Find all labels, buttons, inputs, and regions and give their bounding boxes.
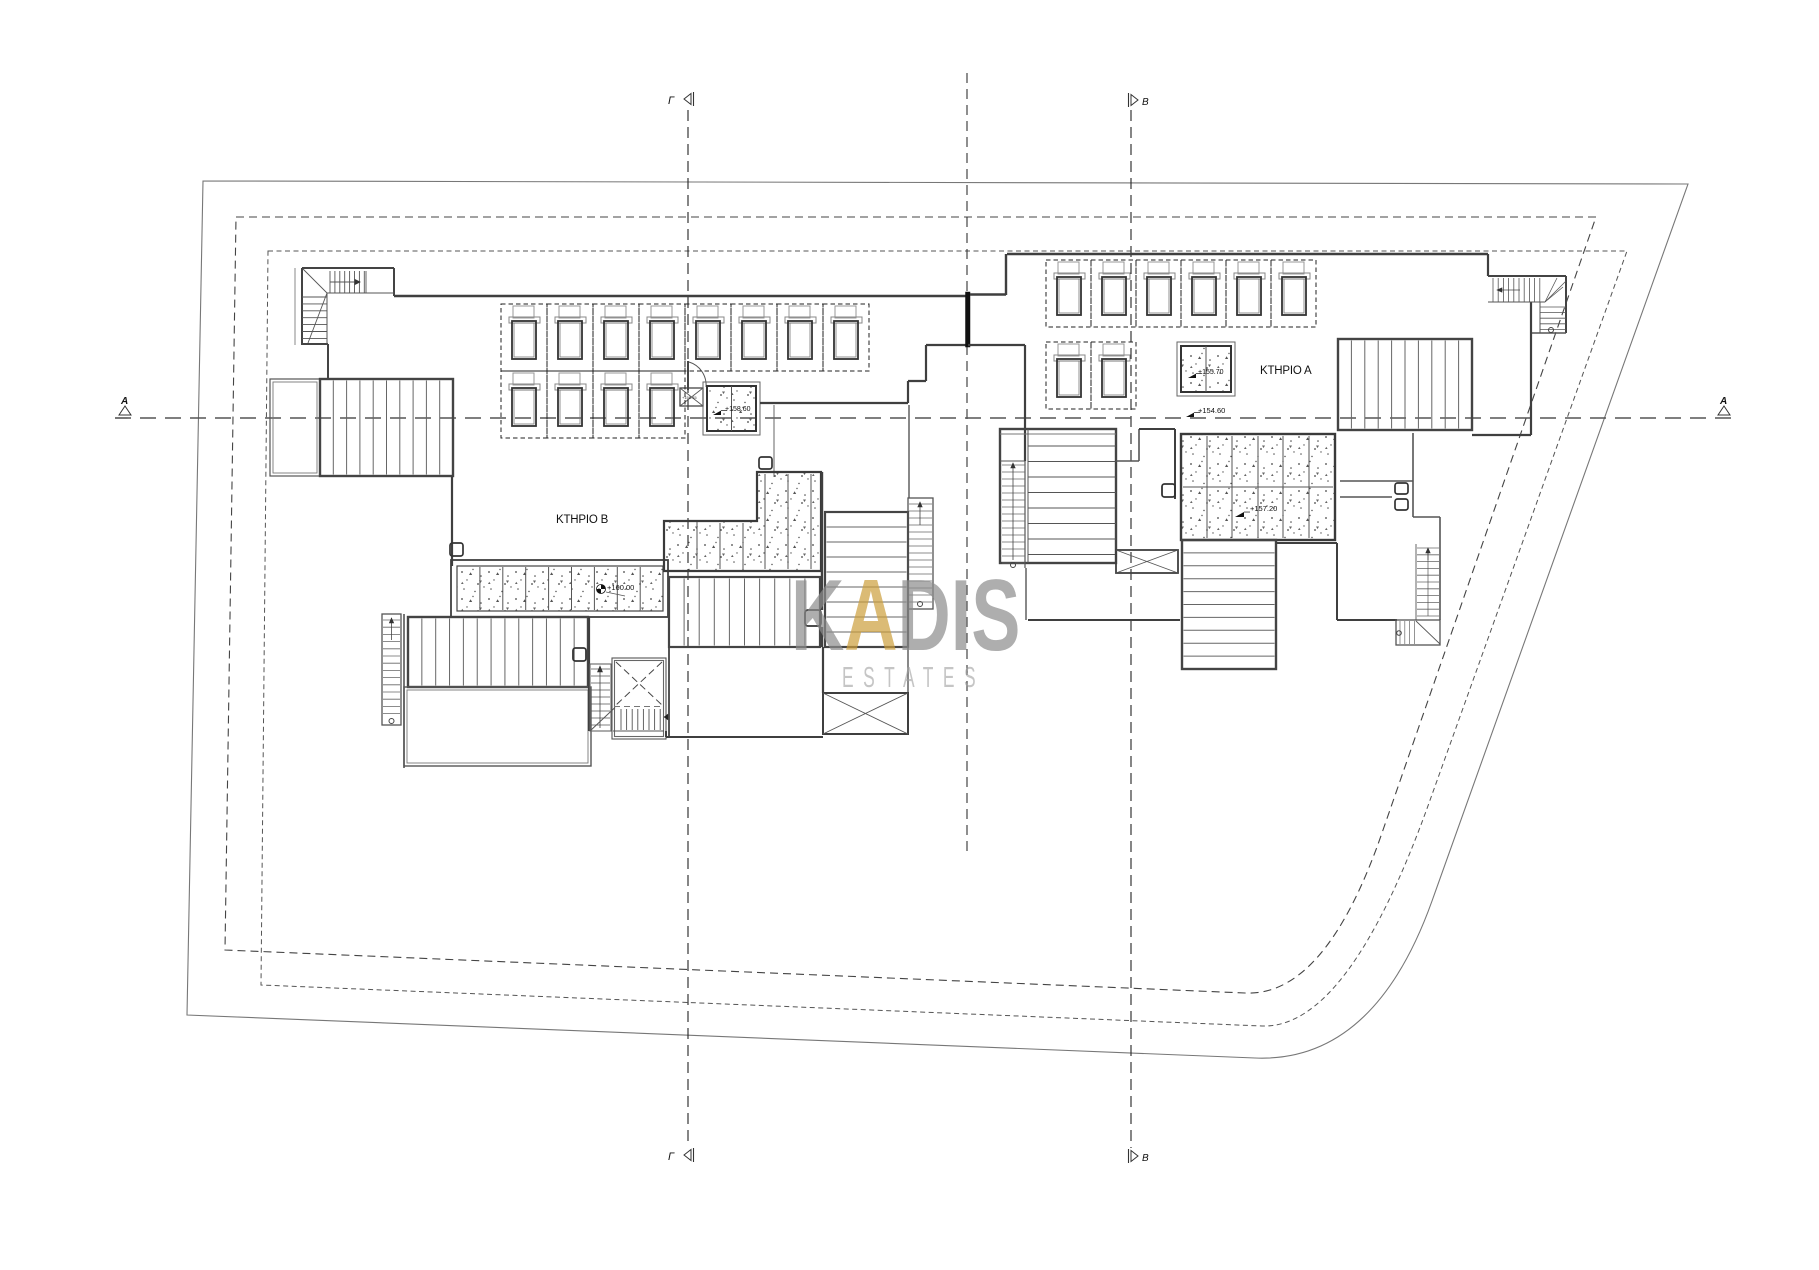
- svg-text:Γ: Γ: [668, 1151, 675, 1163]
- svg-text:+157.20: +157.20: [1250, 504, 1277, 513]
- svg-text:+160.00: +160.00: [607, 583, 634, 592]
- svg-text:KTHPIO B: KTHPIO B: [556, 514, 609, 526]
- svg-text:+155.70: +155.70: [1198, 369, 1224, 376]
- svg-text:KTHPIO A: KTHPIO A: [1260, 365, 1312, 377]
- svg-text:+156.45: +156.45: [682, 395, 697, 400]
- svg-text:KADIS: KADIS: [791, 559, 1020, 672]
- svg-text:ESTATES: ESTATES: [842, 662, 985, 695]
- svg-text:+154.60: +154.60: [1198, 406, 1225, 415]
- svg-text:A: A: [1719, 396, 1727, 407]
- svg-text:A: A: [120, 396, 128, 407]
- svg-text:Γ: Γ: [668, 95, 675, 107]
- svg-text:B: B: [1142, 1153, 1149, 1164]
- svg-text:B: B: [1142, 97, 1149, 108]
- svg-text:+158.60: +158.60: [725, 406, 751, 413]
